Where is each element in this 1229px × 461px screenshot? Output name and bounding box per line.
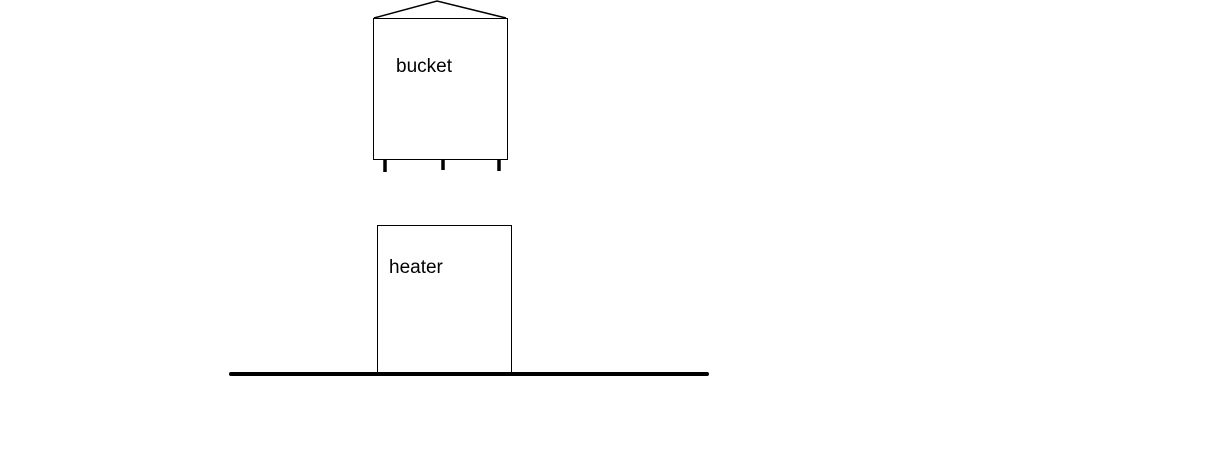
bucket-body [373,18,508,160]
bucket-lid [373,0,507,19]
bucket-label: bucket [396,56,452,77]
bucket [373,0,508,172]
heater-label: heater [389,257,443,278]
heater-box [377,225,512,374]
